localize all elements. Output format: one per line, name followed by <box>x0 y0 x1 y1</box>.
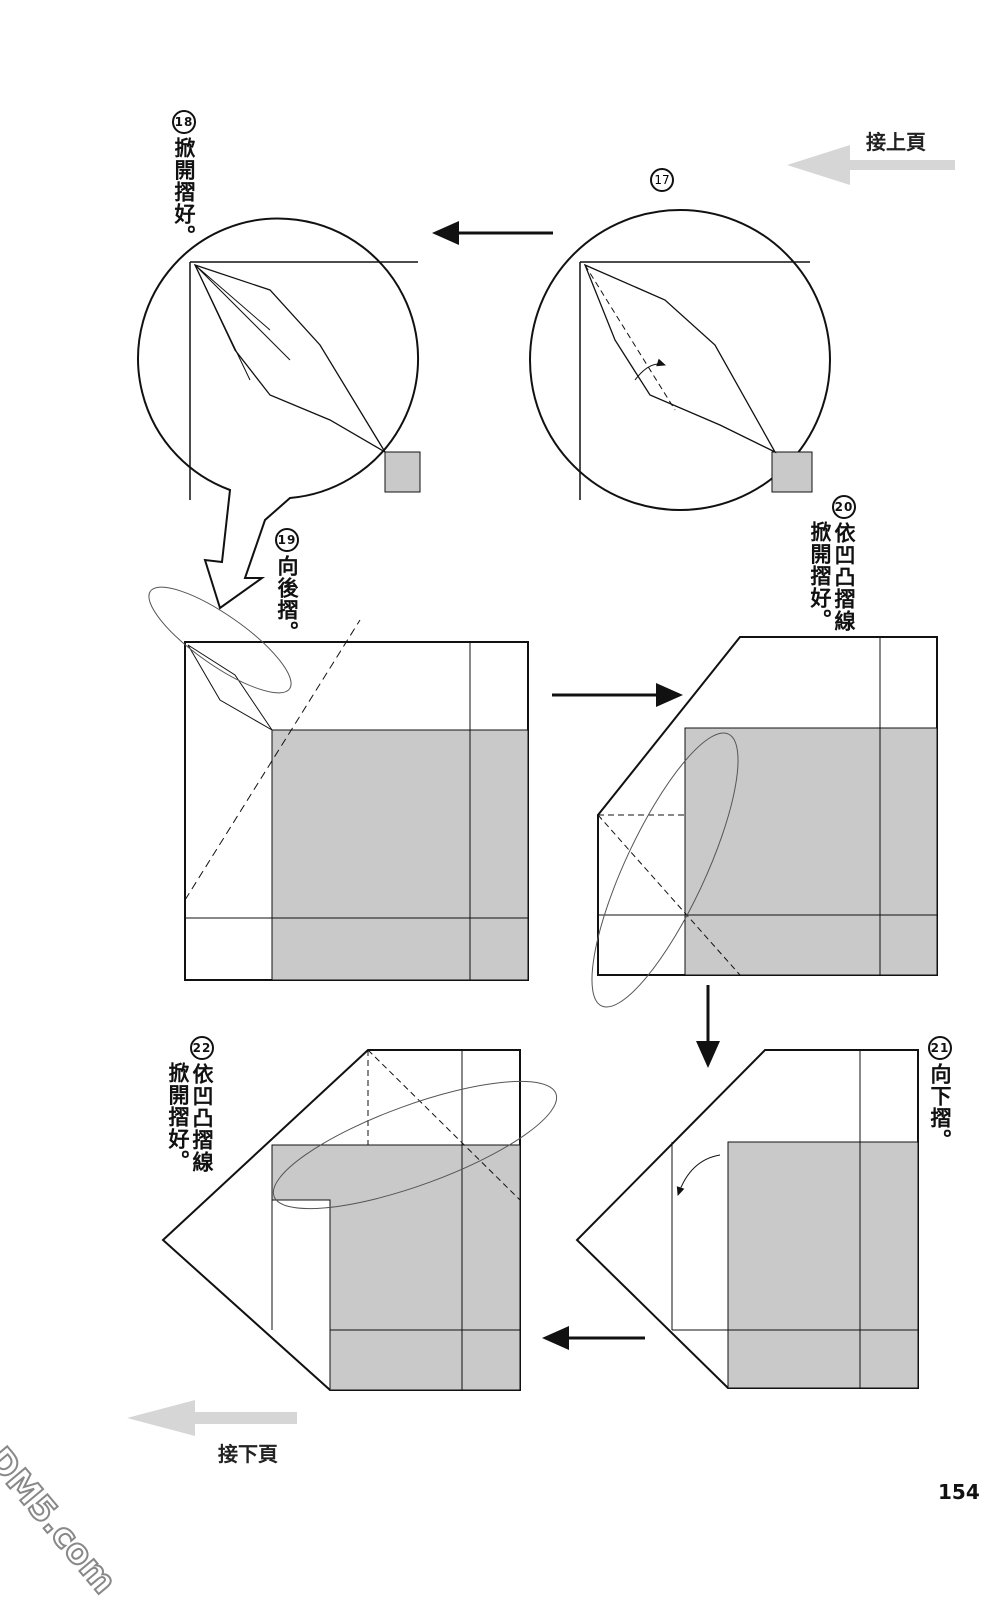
step-number: 22 <box>190 1036 214 1060</box>
page-number: 154 <box>938 1480 980 1504</box>
step-20-label: 20 依凹凸摺線 掀開摺好。 <box>808 495 856 632</box>
step-text: 向下摺。 <box>928 1063 952 1151</box>
next-page-arrow <box>127 1400 297 1436</box>
step-20-figure <box>591 636 938 1008</box>
step-17-label: 17 <box>650 168 674 195</box>
step-22-figure <box>161 1049 558 1391</box>
step-21-label: 21 向下摺。 <box>928 1036 952 1151</box>
step-17-figure <box>529 209 831 511</box>
step-number: 18 <box>172 110 196 134</box>
step-22-label: 22 依凹凸摺線 掀開摺好。 <box>166 1036 214 1173</box>
origami-diagram <box>127 145 955 1436</box>
step-19-figure <box>148 586 529 981</box>
step-number: 21 <box>928 1036 952 1060</box>
step-18-label: 18 掀開摺好。 <box>172 110 196 247</box>
step-text-2: 掀開摺好。 <box>808 521 832 631</box>
prev-page-arrow <box>787 145 955 185</box>
step-number: 19 <box>275 528 299 552</box>
step-text: 依凹凸摺線 <box>832 522 856 632</box>
step-21-figure <box>575 1049 919 1389</box>
step-text: 向後摺。 <box>275 555 299 643</box>
step-text: 依凹凸摺線 <box>190 1063 214 1173</box>
next-page-label: 接下頁 <box>218 1442 278 1466</box>
step-text: 掀開摺好。 <box>172 137 196 247</box>
step-18-figure <box>137 217 421 610</box>
prev-page-label: 接上頁 <box>866 130 926 154</box>
step-text-2: 掀開摺好。 <box>166 1062 190 1172</box>
step-number: 20 <box>832 495 856 519</box>
step-number: 17 <box>650 168 674 192</box>
step-19-label: 19 向後摺。 <box>275 528 299 643</box>
